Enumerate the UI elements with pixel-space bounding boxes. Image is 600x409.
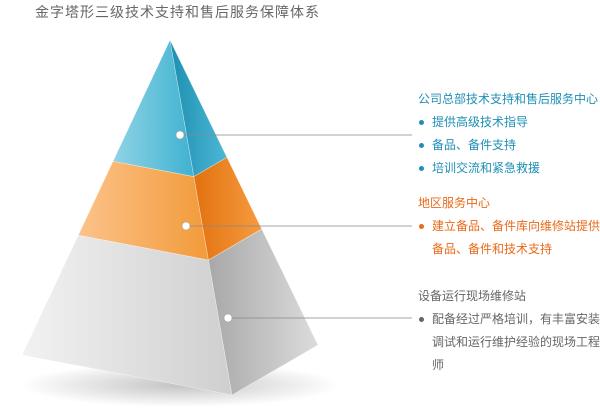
tier-3-dot	[223, 313, 233, 323]
tier-2-heading: 地区服务中心	[418, 196, 491, 210]
tier-3-right-face	[208, 228, 319, 396]
tier-3-item: 配备经过严格培训，有丰富安装	[418, 308, 600, 331]
tier-1-dot	[175, 130, 185, 140]
tier-1-text: 公司总部技术支持和售后服务中心 提供高级技术指导 备品、备件支持 培训交流和紧急…	[418, 88, 598, 180]
tier-1-heading: 公司总部技术支持和售后服务中心	[418, 92, 599, 106]
tier-3-heading: 设备运行现场维修站	[418, 289, 527, 303]
tier-3-left-face	[21, 234, 233, 396]
tier-1-item: 提供高级技术指导	[418, 111, 598, 134]
tier-3-item-cont: 调试和运行维护经验的现场工程师	[432, 335, 600, 372]
tier-1-item: 培训交流和紧急救援	[418, 157, 598, 180]
page-title: 金字塔形三级技术支持和售后服务保障体系	[35, 5, 320, 21]
tier-2-item-cont: 备品、备件和技术支持	[432, 242, 553, 256]
tier-2-text: 地区服务中心 建立备品、备件库向维修站提供 备品、备件和技术支持	[418, 192, 600, 261]
tier-3-text: 设备运行现场维修站 配备经过严格培训，有丰富安装 调试和运行维护经验的现场工程师	[418, 285, 600, 377]
tier-2-item: 建立备品、备件库向维修站提供	[418, 215, 600, 238]
tier-2-dot	[181, 221, 191, 231]
tier-1-item: 备品、备件支持	[418, 134, 598, 157]
